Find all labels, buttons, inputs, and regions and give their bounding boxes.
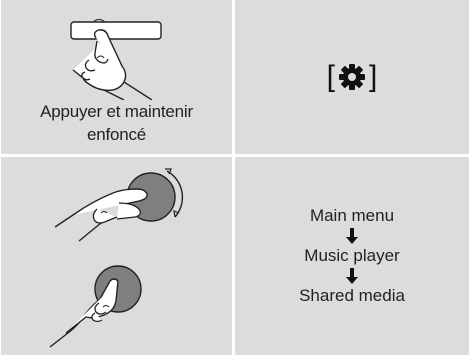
settings-cell: [ ]	[235, 0, 469, 154]
menu-path-cell: Main menu Music player Shared media	[235, 157, 469, 355]
press-hold-caption: Appuyer et maintenir enfoncé	[1, 100, 232, 146]
open-bracket: [	[326, 60, 335, 93]
hand-turning-knob-icon	[49, 168, 184, 348]
arrow-down-icon	[346, 228, 358, 244]
arrow-down-icon	[346, 268, 358, 284]
close-bracket: ]	[369, 60, 378, 93]
hand-pressing-button-icon	[70, 19, 162, 100]
knob-cell	[1, 157, 232, 355]
menu-path: Main menu Music player Shared media	[299, 205, 405, 307]
press-hold-cell: Appuyer et maintenir enfoncé	[1, 0, 232, 154]
menu-item-main-menu: Main menu	[309, 206, 395, 225]
caption-line-1: Appuyer et maintenir	[40, 102, 193, 121]
menu-item-shared-media: Shared media	[299, 286, 405, 305]
gear-icon	[339, 64, 365, 90]
menu-item-music-player: Music player	[304, 246, 400, 265]
caption-line-2: enfoncé	[86, 125, 147, 144]
settings-key: [ ]	[327, 62, 378, 92]
